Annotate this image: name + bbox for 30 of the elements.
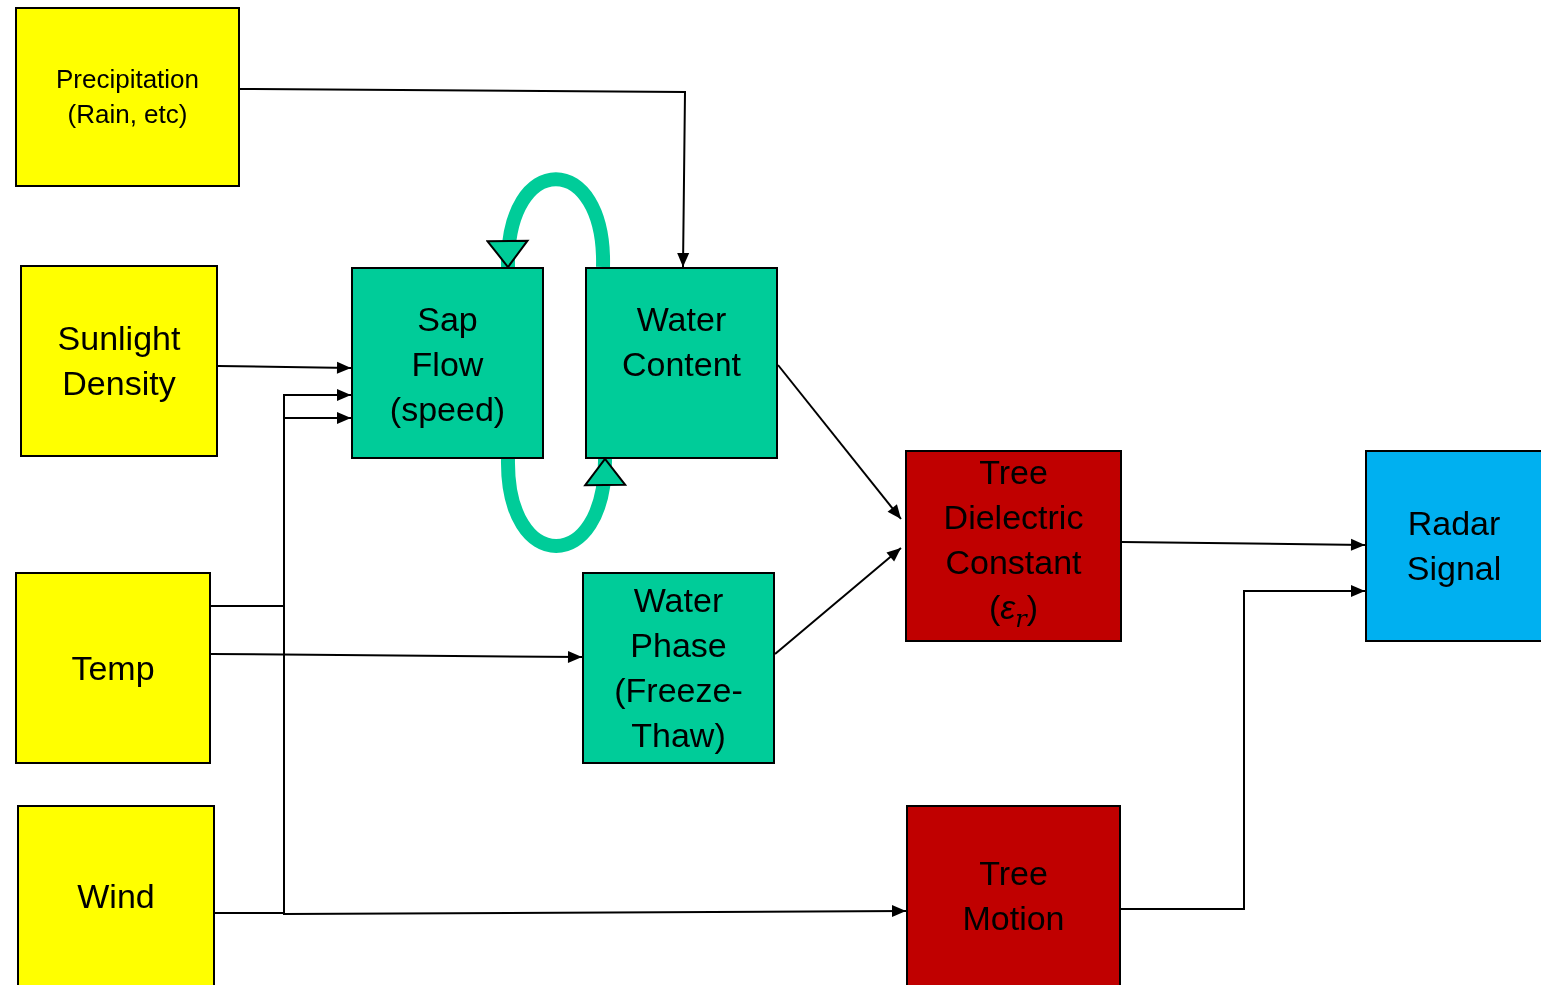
process-box	[1365, 450, 1541, 642]
curved-arrow	[501, 458, 625, 553]
process-box	[15, 572, 211, 764]
box-label: Tree Dielectric Constant (ε$_{r}$)	[942, 452, 1085, 635]
arrow	[210, 650, 583, 663]
process-box	[905, 450, 1122, 642]
box-label: Temp	[71, 647, 155, 689]
process-box	[20, 265, 218, 457]
arrow	[774, 547, 902, 655]
arrow	[1120, 585, 1366, 910]
arrow	[777, 364, 902, 520]
box-label: Water Content	[620, 299, 743, 385]
box-label: Precipitation (Rain, etc)	[54, 63, 201, 131]
process-box	[17, 805, 215, 985]
process-box	[582, 572, 775, 764]
box-label: Tree Motion	[961, 853, 1066, 939]
box-label: Wind	[77, 875, 155, 917]
arrow	[217, 361, 352, 374]
box-label: Radar Signal	[1405, 503, 1503, 589]
process-box	[15, 7, 240, 187]
process-box	[906, 805, 1121, 985]
process-box	[585, 267, 778, 459]
box-label: Water Phase (Freeze-Thaw)	[613, 580, 744, 756]
curved-arrow	[488, 172, 610, 268]
arrow	[239, 88, 690, 268]
arrow	[1121, 538, 1366, 551]
process-box	[351, 267, 544, 459]
box-label: Sunlight Density	[56, 318, 182, 404]
box-label: Sap Flow (speed)	[388, 299, 507, 430]
arrow	[210, 389, 352, 607]
